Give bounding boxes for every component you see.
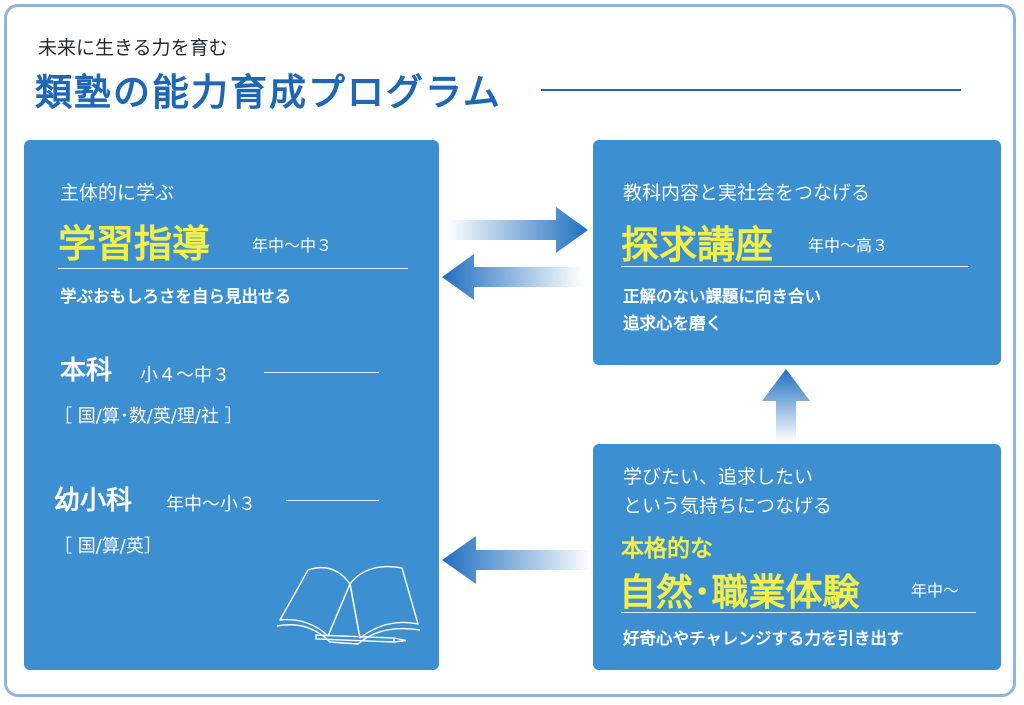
inquiry-course-lead: 教科内容と実社会をつなげる xyxy=(623,182,871,204)
course-main-grade: 小４〜中３ xyxy=(140,365,230,386)
experience-panel: 学びたい、追求したい という気持ちにつなげる 本格的な 自然･職業体験 年中〜 … xyxy=(593,444,1001,670)
course-main-name: 本科 xyxy=(60,356,113,386)
study-guidance-heading: 学習指導 xyxy=(58,222,211,266)
inquiry-course-description-2: 追求心を磨く xyxy=(623,314,722,333)
experience-grade: 年中〜 xyxy=(911,581,960,600)
arrow-left-icon xyxy=(442,536,592,584)
experience-heading: 自然･職業体験 xyxy=(619,571,860,614)
course-kids-name: 幼小科 xyxy=(54,486,133,516)
course-kids-rule xyxy=(286,500,379,501)
study-guidance-panel: 主体的に学ぶ 学習指導 年中〜中３ 学ぶおもしろさを自ら見出せる 本科 小４〜中… xyxy=(24,140,439,670)
course-main-subjects: ［ 国/算･数/英/理/社 ］ xyxy=(54,406,243,427)
inquiry-course-panel: 教科内容と実社会をつなげる 探求講座 年中〜高３ 正解のない課題に向き合い 追求… xyxy=(593,140,1001,365)
page-title: 類塾の能力育成プログラム xyxy=(35,71,502,114)
header-subtitle: 未来に生きる力を育む xyxy=(38,37,228,59)
inquiry-course-rule xyxy=(621,266,969,267)
study-guidance-grade: 年中〜中３ xyxy=(252,236,333,255)
study-guidance-description: 学ぶおもしろさを自ら見出せる xyxy=(60,287,291,306)
experience-lead-1: 学びたい、追求したい xyxy=(623,466,814,488)
course-main-rule xyxy=(264,372,379,373)
experience-heading-small: 本格的な xyxy=(621,536,713,562)
arrow-left-icon xyxy=(442,254,582,300)
experience-rule xyxy=(621,612,976,613)
experience-lead-2: という気持ちにつなげる xyxy=(623,495,833,517)
course-kids-grade: 年中〜小３ xyxy=(166,494,256,515)
open-book-icon xyxy=(276,565,421,645)
inquiry-course-description-1: 正解のない課題に向き合い xyxy=(623,287,821,306)
experience-description: 好奇心やチャレンジする力を引き出す xyxy=(623,629,904,648)
arrow-up-icon xyxy=(762,369,810,442)
study-guidance-rule xyxy=(58,268,408,269)
pencil-icon xyxy=(315,634,407,643)
course-kids-subjects: ［ 国/算/英］ xyxy=(54,536,162,557)
title-underline xyxy=(541,89,961,91)
study-guidance-lead: 主体的に学ぶ xyxy=(60,182,175,204)
inquiry-course-grade: 年中〜高３ xyxy=(808,236,889,255)
arrow-right-icon xyxy=(448,207,588,253)
inquiry-course-heading: 探求講座 xyxy=(621,223,774,267)
